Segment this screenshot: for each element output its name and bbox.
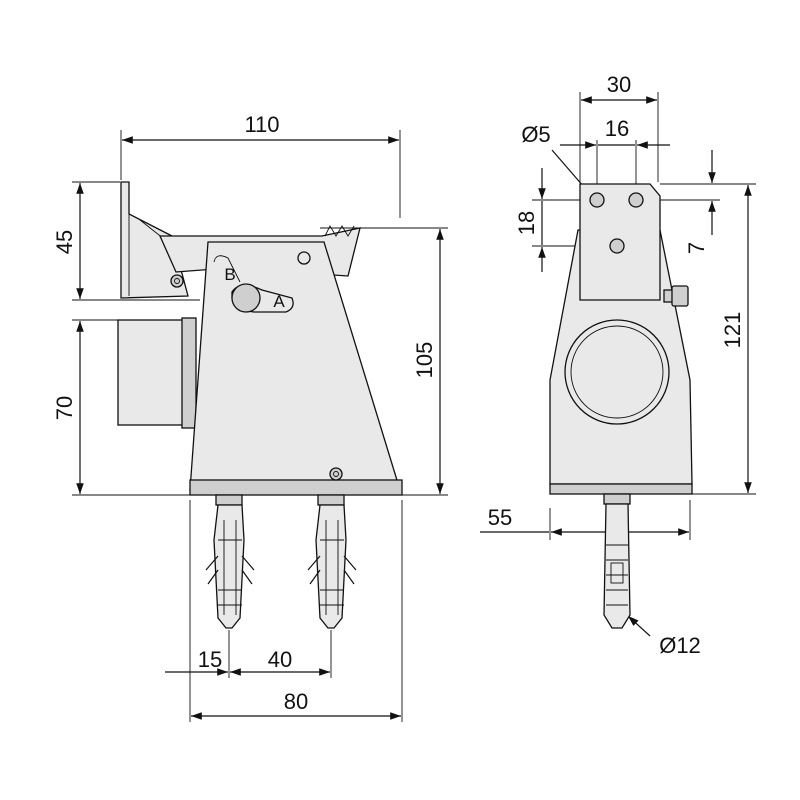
plug-head <box>317 494 345 506</box>
label-a: A <box>273 292 285 311</box>
pivot-screw-center <box>174 278 180 284</box>
mount-hole-icon <box>589 192 605 208</box>
plug-slot <box>610 562 624 584</box>
dim-55: 55 <box>488 505 512 530</box>
lock-knob-icon <box>231 283 261 313</box>
plug-ribs <box>606 544 628 606</box>
plug-body <box>213 504 245 629</box>
bottom-screw-center <box>333 471 339 477</box>
position-b-arc <box>213 255 241 283</box>
dim-d12: Ø12 <box>659 633 701 658</box>
plug-barbs <box>307 555 357 585</box>
plug-barbs <box>205 555 255 585</box>
dim-30: 30 <box>607 72 631 97</box>
dim-7: 7 <box>684 242 709 254</box>
leader-line <box>627 615 651 637</box>
dim-121: 121 <box>720 312 745 349</box>
pivot-screw-icon <box>170 274 184 288</box>
wall-plug-left <box>205 494 255 629</box>
dim-110: 110 <box>244 112 279 137</box>
dim-40: 40 <box>268 647 292 672</box>
arm-teeth <box>324 225 355 237</box>
dim-18: 18 <box>514 211 539 235</box>
dim-16: 16 <box>605 116 629 141</box>
dim-45: 45 <box>52 230 77 254</box>
plug-body <box>315 504 347 629</box>
wall-plug-right <box>307 494 357 629</box>
plug-ribs <box>218 520 242 615</box>
buffer-flange <box>181 317 197 429</box>
dim-d5: Ø5 <box>521 122 550 147</box>
mount-hole-icon <box>609 238 625 254</box>
side-base-plate <box>549 483 693 495</box>
plug-ribs <box>320 520 344 615</box>
buffer-face-icon <box>564 319 670 425</box>
top-screw-icon <box>297 251 311 265</box>
plug-body <box>603 503 631 629</box>
dim-105: 105 <box>412 342 437 379</box>
plug-head <box>215 494 243 506</box>
label-b: B <box>224 265 235 284</box>
dim-70: 70 <box>52 396 77 420</box>
dim-15: 15 <box>198 647 222 672</box>
plug-head <box>603 493 631 505</box>
buffer-face-inner <box>570 325 664 419</box>
mount-hole-icon <box>628 192 644 208</box>
side-wall-plug <box>603 493 631 629</box>
side-view: 30 16 Ø5 18 7 121 55 Ø12 <box>480 72 756 658</box>
main-body <box>189 241 401 491</box>
bottom-screw-icon <box>329 467 343 481</box>
buffer-cylinder <box>117 319 191 426</box>
front-view: 110 45 70 105 15 40 80 B A <box>52 112 448 722</box>
base-plate <box>189 479 403 496</box>
dim-80: 80 <box>284 689 308 714</box>
side-knob-icon <box>671 285 689 307</box>
